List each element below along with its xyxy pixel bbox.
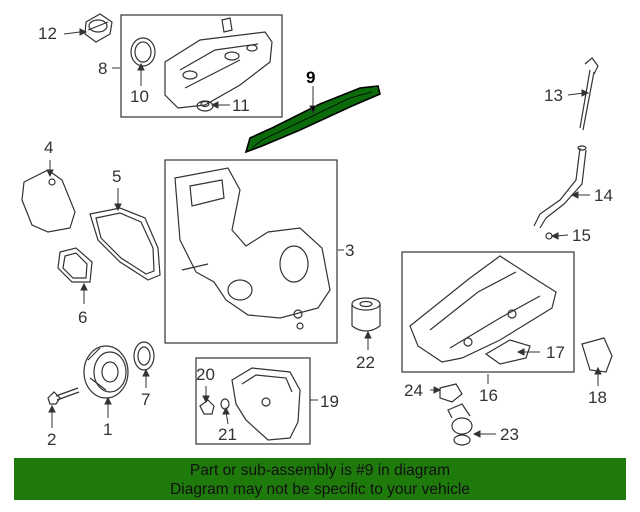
banner-line-2: Diagram may not be specific to your vehi… [170, 481, 470, 498]
callout-2: 2 [47, 430, 57, 449]
callout-21: 21 [218, 425, 237, 444]
front-cover-plate [21, 169, 76, 233]
callout-6: 6 [78, 308, 88, 327]
callout-11: 11 [232, 96, 250, 115]
oil-filler-cap [84, 13, 113, 43]
valve-cover-group-box [120, 14, 283, 118]
callout-3: 3 [345, 241, 355, 260]
crankshaft-pulley [83, 345, 129, 399]
callout-22: 22 [356, 353, 375, 372]
callout-13: 13 [544, 86, 563, 105]
oil-dipstick [579, 57, 599, 131]
valve-cover [164, 17, 273, 109]
callout-12: 12 [38, 24, 57, 43]
pulley-bolt [47, 387, 80, 405]
oil-filter [351, 297, 381, 332]
oil-pan-plate [581, 337, 613, 373]
leader-lines [46, 28, 602, 438]
callout-15: 15 [572, 226, 591, 245]
callout-1: 1 [103, 420, 113, 439]
callout-4: 4 [44, 138, 54, 157]
callout-9: 9 [306, 68, 316, 87]
front-crank-seal [133, 341, 155, 371]
callout-19: 19 [320, 392, 339, 411]
oil-filler-seal [130, 37, 156, 67]
oil-strainer [447, 403, 473, 446]
lower-oil-pan-group-box [195, 357, 311, 445]
valve-cover-gasket-highlight [244, 85, 381, 154]
callout-8: 8 [98, 59, 108, 78]
parts-diagram [21, 13, 613, 446]
callout-7: 7 [141, 390, 151, 409]
timing-cover-group-box [164, 159, 338, 344]
callout-20: 20 [196, 365, 215, 384]
lower-oil-pan [231, 367, 301, 441]
info-banner: Part or sub-assembly is #9 in diagram Di… [14, 458, 626, 500]
callout-23: 23 [500, 425, 519, 444]
upper-oil-pan [409, 255, 557, 363]
strainer-gasket [439, 383, 463, 403]
upper-oil-pan-group-box [401, 251, 575, 373]
callout-16: 16 [479, 386, 498, 405]
drain-washer [220, 398, 230, 410]
callout-17: 17 [546, 343, 565, 362]
callout-10: 10 [130, 87, 149, 106]
drain-plug [199, 399, 215, 415]
timing-cover [174, 167, 331, 330]
banner-line-1: Part or sub-assembly is #9 in diagram [189, 462, 451, 479]
callout-24: 24 [404, 381, 423, 400]
callout-14: 14 [594, 186, 613, 205]
front-cover-gasket [89, 207, 161, 281]
callout-5: 5 [112, 167, 122, 186]
dipstick-tube [533, 145, 587, 229]
callout-18: 18 [588, 388, 607, 407]
cover-gasket [57, 247, 93, 283]
